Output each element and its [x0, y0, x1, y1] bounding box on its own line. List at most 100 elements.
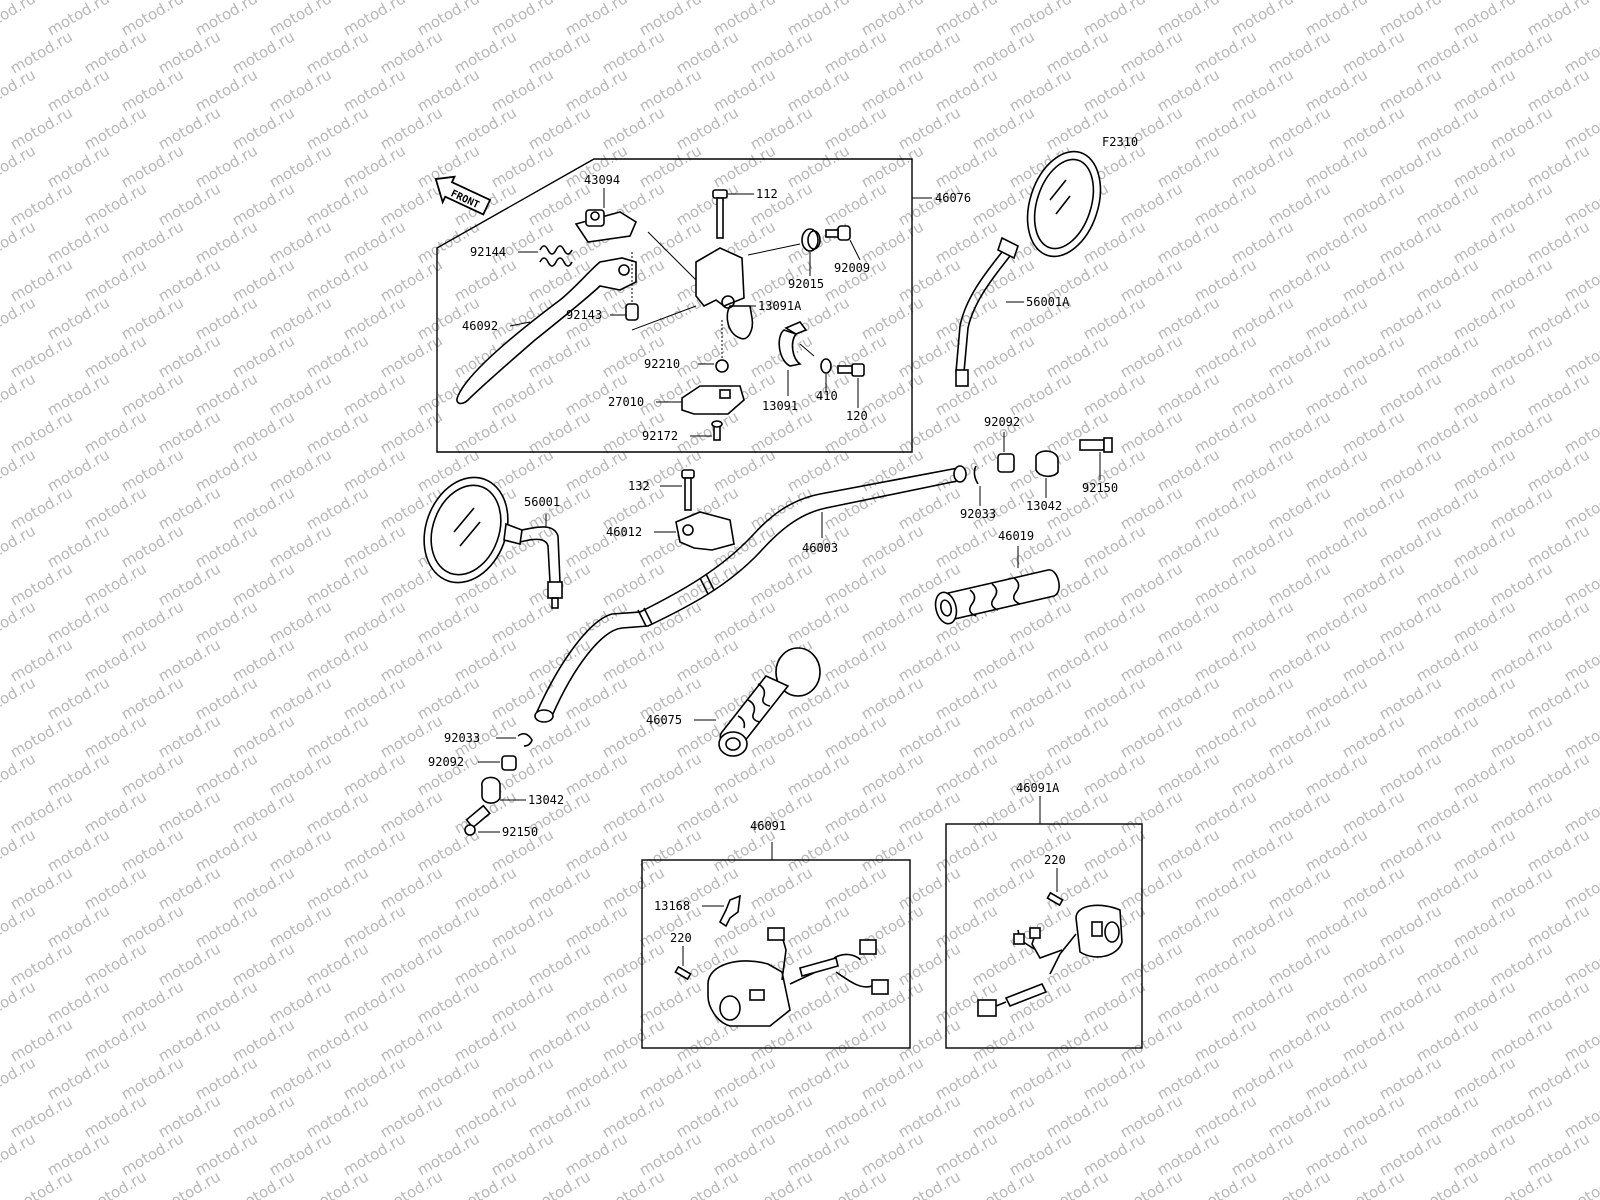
watermark-text: motod.ru	[1413, 27, 1482, 77]
watermark-text: motod.ru	[1450, 217, 1519, 267]
watermark-text: motod.ru	[673, 407, 742, 457]
watermark-text: motod.ru	[0, 255, 2, 305]
watermark-text: motod.ru	[303, 103, 372, 153]
watermark-text: motod.ru	[7, 863, 76, 913]
watermark-text: motod.ru	[599, 1167, 668, 1200]
watermark-text: motod.ru	[1154, 217, 1223, 267]
watermark-text: motod.ru	[155, 787, 224, 837]
watermark-text: motod.ru	[1043, 635, 1112, 685]
watermark-text: motod.ru	[488, 977, 557, 1027]
watermark-text: motod.ru	[0, 1167, 2, 1200]
watermark-text: motod.ru	[1302, 293, 1371, 343]
watermark-text: motod.ru	[1302, 1053, 1371, 1103]
watermark-text: motod.ru	[895, 635, 964, 685]
watermark-text: motod.ru	[266, 141, 335, 191]
watermark-text: motod.ru	[155, 483, 224, 533]
watermark-text: motod.ru	[1524, 141, 1593, 191]
watermark-text: motod.ru	[0, 749, 39, 799]
watermark-text: motod.ru	[1450, 65, 1519, 115]
watermark-text: motod.ru	[155, 711, 224, 761]
watermark-text: motod.ru	[340, 901, 409, 951]
watermark-text: motod.ru	[1302, 749, 1371, 799]
watermark-text: motod.ru	[118, 521, 187, 571]
watermark-text: motod.ru	[1117, 711, 1186, 761]
watermark-text: motod.ru	[1450, 445, 1519, 495]
watermark-text: motod.ru	[1006, 825, 1075, 875]
part-label-132: 132	[628, 479, 650, 493]
watermark-text: motod.ru	[1228, 749, 1297, 799]
watermark-text: motod.ru	[1080, 977, 1149, 1027]
watermark-text: motod.ru	[1487, 559, 1556, 609]
watermark-text: motod.ru	[1117, 939, 1186, 989]
watermark-text: motod.ru	[932, 521, 1001, 571]
part-label-13168: 13168	[654, 899, 690, 913]
watermark-text: motod.ru	[599, 1015, 668, 1065]
part-label-92033-left: 92033	[444, 731, 480, 745]
front-arrow-icon: FRONT	[434, 175, 492, 216]
watermark-text: motod.ru	[1228, 217, 1297, 267]
watermark-text: motod.ru	[81, 407, 150, 457]
watermark-text: motod.ru	[1302, 977, 1371, 1027]
watermark-text: motod.ru	[1413, 103, 1482, 153]
watermark-text: motod.ru	[1191, 1167, 1260, 1200]
watermark-text: motod.ru	[1413, 407, 1482, 457]
watermark-text: motod.ru	[1302, 217, 1371, 267]
watermark-text: motod.ru	[710, 445, 779, 495]
watermark-text: motod.ru	[1302, 521, 1371, 571]
watermark-text: motod.ru	[858, 749, 927, 799]
watermark-text: motod.ru	[747, 27, 816, 77]
watermark-text: motod.ru	[0, 1015, 2, 1065]
watermark-text: motod.ru	[303, 559, 372, 609]
watermark-text: motod.ru	[562, 901, 631, 951]
watermark-text: motod.ru	[1265, 27, 1334, 77]
watermark-text: motod.ru	[932, 749, 1001, 799]
watermark-text: motod.ru	[1080, 597, 1149, 647]
watermark-text: motod.ru	[1487, 27, 1556, 77]
watermark-text: motod.ru	[1006, 673, 1075, 723]
watermark-text: motod.ru	[895, 1091, 964, 1141]
watermark-text: motod.ru	[1339, 1015, 1408, 1065]
watermark-text: motod.ru	[821, 1167, 890, 1200]
watermark-text: motod.ru	[229, 27, 298, 77]
watermark-text: motod.ru	[266, 901, 335, 951]
watermark-text: motod.ru	[1376, 673, 1445, 723]
watermark-text: motod.ru	[1043, 1091, 1112, 1141]
watermark-text: motod.ru	[229, 407, 298, 457]
watermark-text: motod.ru	[0, 597, 39, 647]
watermark-text: motod.ru	[155, 179, 224, 229]
watermark-text: motod.ru	[1191, 1091, 1260, 1141]
watermark-text: motod.ru	[1339, 939, 1408, 989]
watermark-text: motod.ru	[1154, 825, 1223, 875]
watermark-text: motod.ru	[118, 65, 187, 115]
watermark-text: motod.ru	[1487, 635, 1556, 685]
watermark-text: motod.ru	[192, 825, 261, 875]
watermark-text: motod.ru	[747, 103, 816, 153]
watermark-text: motod.ru	[1117, 255, 1186, 305]
part-label-220-a: 220	[670, 931, 692, 945]
watermark-text: motod.ru	[1524, 521, 1593, 571]
watermark-text: motod.ru	[1413, 711, 1482, 761]
watermark-text: motod.ru	[7, 635, 76, 685]
watermark-text: motod.ru	[192, 445, 261, 495]
part-label-13091: 13091	[762, 399, 798, 413]
collar-92143	[625, 303, 639, 321]
watermark-text: motod.ru	[673, 635, 742, 685]
watermark-text: motod.ru	[377, 939, 446, 989]
watermark-text: motod.ru	[1080, 521, 1149, 571]
watermark-text: motod.ru	[821, 1091, 890, 1141]
watermark-text: motod.ru	[488, 369, 557, 419]
watermark-text: motod.ru	[340, 749, 409, 799]
watermark-text: motod.ru	[599, 939, 668, 989]
watermark-text: motod.ru	[451, 863, 520, 913]
watermark-text: motod.ru	[636, 1129, 705, 1179]
watermark-text: motod.ru	[7, 787, 76, 837]
watermark-text: motod.ru	[969, 635, 1038, 685]
watermark-text: motod.ru	[1265, 483, 1334, 533]
watermark-text: motod.ru	[1376, 521, 1445, 571]
watermark-text: motod.ru	[1339, 255, 1408, 305]
watermark-text: motod.ru	[1154, 673, 1223, 723]
watermark-text: motod.ru	[303, 711, 372, 761]
watermark-text: motod.ru	[1524, 1053, 1593, 1103]
